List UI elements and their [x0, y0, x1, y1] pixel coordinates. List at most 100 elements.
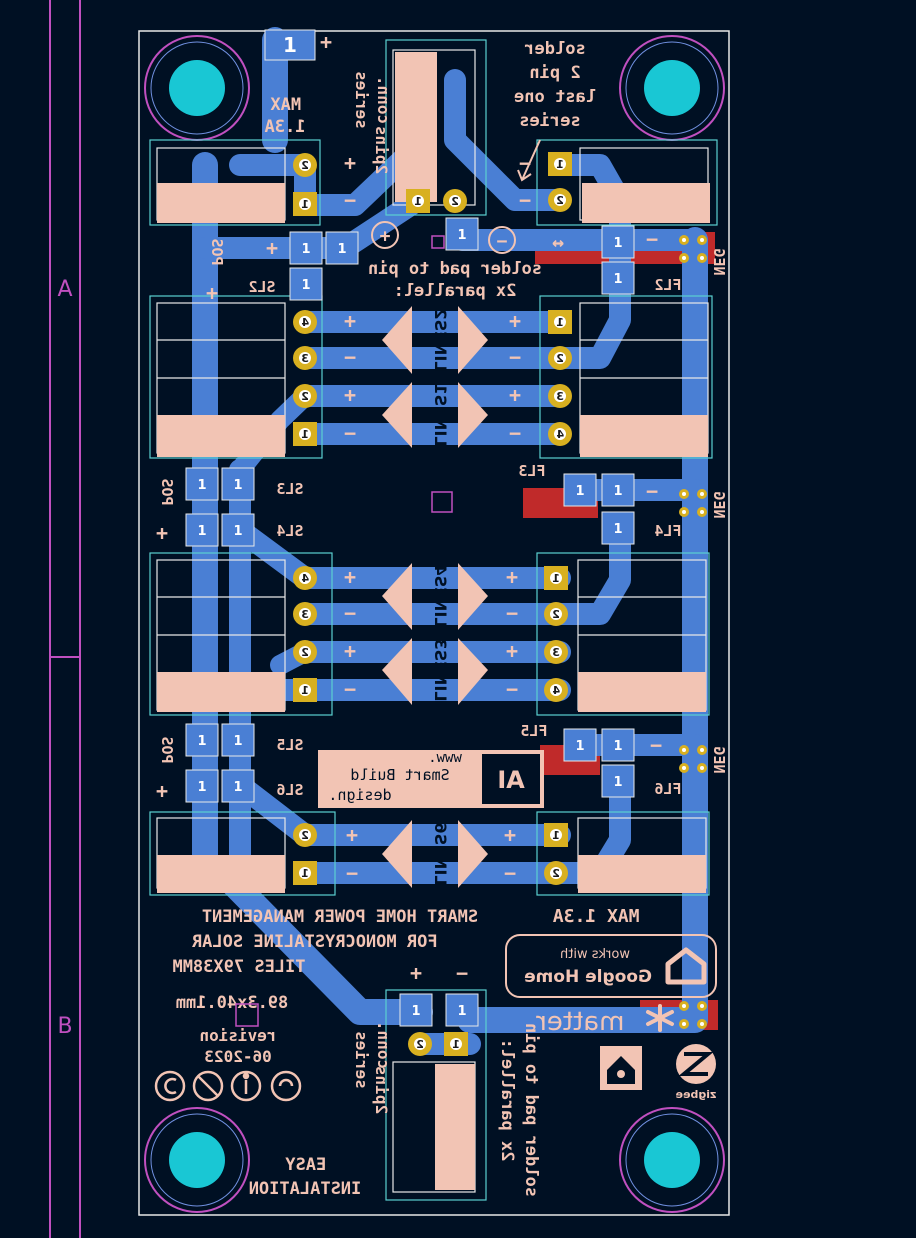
- pad-left-2-2: 2: [293, 384, 317, 408]
- svg-text:2: 2: [416, 1038, 424, 1051]
- conn-series-top-1: conn.: [374, 76, 393, 124]
- svg-text:+: +: [156, 779, 168, 803]
- svg-text:−: −: [650, 733, 662, 757]
- lines2-label: LINES2: [431, 308, 450, 371]
- svg-text:+: +: [380, 226, 391, 247]
- svg-text:+: +: [320, 30, 332, 54]
- revision-date: 06-2023: [204, 1047, 271, 1066]
- svg-text:1: 1: [556, 158, 564, 171]
- brand-www: www.: [428, 750, 462, 766]
- pad-left-1-1: 1: [293, 192, 317, 216]
- svg-text:1: 1: [575, 739, 584, 754]
- fl3-label: FL3: [518, 462, 545, 480]
- svg-text:1: 1: [552, 572, 560, 585]
- pad-left-3-3: 3: [293, 602, 317, 626]
- line-arrow-labels: [382, 306, 488, 888]
- connector-bodies: [156, 49, 710, 1193]
- solder-note-3: last one: [514, 87, 596, 107]
- svg-text:+: +: [344, 151, 356, 175]
- brand-domain: design.: [328, 786, 391, 804]
- sa-icon: [270, 1070, 302, 1102]
- pad-right-3-2: 2: [544, 602, 568, 626]
- svg-text:1: 1: [414, 195, 422, 208]
- pad-left-2-4: 4: [293, 310, 317, 334]
- svg-text:−: −: [344, 421, 356, 445]
- fab-markers: [235, 235, 453, 1027]
- svg-text:−: −: [519, 188, 531, 212]
- solder-arrow: [517, 139, 541, 182]
- thread-house-icon: [600, 1046, 642, 1090]
- svg-text:2: 2: [556, 194, 564, 207]
- brand-name: Smart Build: [350, 766, 449, 784]
- zigbee-label: zigbee: [676, 1088, 717, 1101]
- brand-logo: AI: [497, 766, 525, 794]
- pad-right-2-2: 2: [548, 346, 572, 370]
- license-icons: [154, 1070, 302, 1102]
- svg-text:2: 2: [301, 159, 309, 172]
- svg-text:1: 1: [233, 734, 242, 749]
- pad-left-4-2: 2: [293, 823, 317, 847]
- revision-label: revision: [199, 1026, 276, 1045]
- pad-top-series-2: 2: [443, 189, 467, 213]
- pad-right-3-1: 1: [544, 566, 568, 590]
- svg-text:1: 1: [452, 1038, 460, 1051]
- svg-text:+: +: [344, 639, 356, 663]
- svg-text:−: −: [456, 961, 468, 985]
- svg-text:+: +: [206, 281, 218, 305]
- max-current-top-1: MAX: [270, 95, 301, 115]
- svg-text:1: 1: [233, 780, 242, 795]
- sl2-label: SL2: [248, 278, 275, 296]
- svg-text:2: 2: [451, 195, 459, 208]
- svg-text:1: 1: [197, 524, 206, 539]
- pad-left-3-1: 1: [293, 678, 317, 702]
- copper-traces: [192, 27, 708, 1055]
- svg-text:+: +: [410, 961, 422, 985]
- board-outline: [138, 30, 730, 1216]
- zone-b-label: B: [57, 1014, 72, 1039]
- matter-star-icon: [646, 1004, 674, 1032]
- svg-text:1: 1: [613, 236, 622, 251]
- svg-text:1: 1: [301, 684, 309, 697]
- svg-text:+: +: [344, 383, 356, 407]
- svg-text:−: −: [646, 227, 658, 251]
- solder-note-4: series: [519, 111, 580, 131]
- pos-label-1: POS: [208, 238, 226, 265]
- pad-right-1-2: 2: [548, 188, 572, 212]
- easy-line-2: INSTALATION: [249, 1179, 362, 1199]
- svg-text:−: −: [646, 479, 658, 503]
- by-icon: [230, 1070, 262, 1102]
- svg-text:−: −: [506, 601, 518, 625]
- svg-text:1: 1: [301, 867, 309, 880]
- pad-bottom-series-1: 1: [444, 1032, 468, 1056]
- neg-label-2: NEG: [710, 491, 728, 518]
- svg-text:2: 2: [556, 352, 564, 365]
- svg-text:1: 1: [613, 739, 622, 754]
- svg-text:−: −: [509, 345, 521, 369]
- svg-text:1: 1: [457, 1004, 466, 1019]
- pad-right-2-4: 4: [548, 422, 572, 446]
- conn-series-bottom-3: series: [352, 1031, 371, 1089]
- home-icon: [665, 947, 707, 985]
- fl5-label: FL5: [520, 722, 547, 740]
- svg-text:+: +: [509, 309, 521, 333]
- pos-label-2: POS: [158, 478, 176, 505]
- solder-note-1: solder: [524, 39, 585, 59]
- pad-left-4-1: 1: [293, 861, 317, 885]
- svg-text:4: 4: [301, 572, 309, 585]
- zigbee-icon: zigbee: [676, 1044, 717, 1101]
- svg-text:+: +: [346, 823, 358, 847]
- lines3-label: LINES3: [431, 638, 450, 701]
- fl4-label: FL4: [654, 522, 681, 540]
- pad-left-2-3: 3: [293, 346, 317, 370]
- mount-hole-top-left: [144, 35, 250, 141]
- svg-text:↔: ↔: [552, 230, 564, 254]
- svg-text:−: −: [344, 188, 356, 212]
- svg-text:1: 1: [197, 734, 206, 749]
- matter-label: matter: [536, 1007, 625, 1037]
- dimensions: 89.3x40.1mm: [176, 993, 289, 1013]
- conn-series-top-3: series: [352, 71, 371, 129]
- pad-right-2-3: 3: [548, 384, 572, 408]
- svg-text:+: +: [344, 309, 356, 333]
- lines6-label: LINES6: [431, 822, 450, 885]
